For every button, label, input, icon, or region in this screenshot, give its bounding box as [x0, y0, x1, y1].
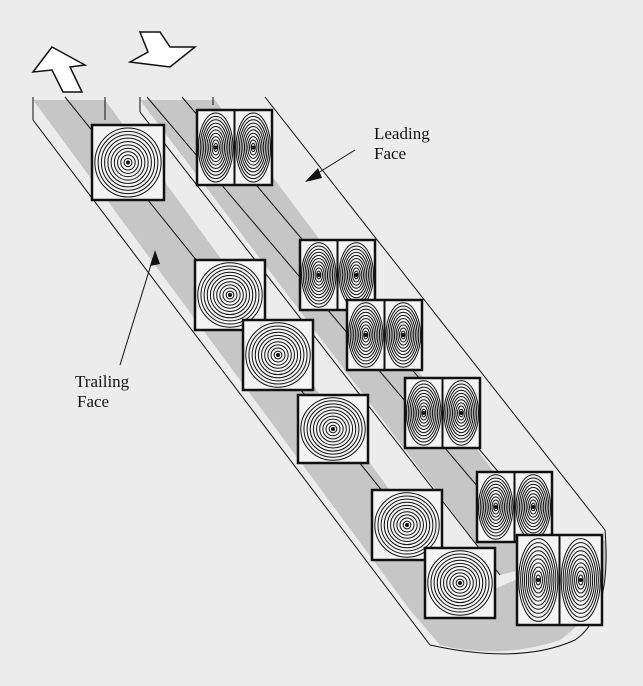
vortex-core — [213, 145, 218, 150]
vortex-panel — [195, 108, 274, 187]
vortex-core — [363, 333, 368, 337]
vortex-core — [493, 505, 498, 509]
leading-label-line1: Leading — [374, 124, 430, 143]
vortex-panel — [515, 533, 604, 627]
arrow-up-outflow-icon — [31, 46, 88, 93]
vortex-core — [316, 273, 321, 277]
vortex-panel — [403, 376, 482, 450]
vortex-core — [251, 145, 256, 150]
vortex-panel — [241, 318, 315, 392]
trailing-pointer-arrowhead — [150, 250, 160, 266]
vortex-core — [331, 427, 335, 431]
vortex-core — [401, 333, 406, 337]
vortex-core — [458, 581, 462, 585]
vortex-core — [354, 273, 359, 277]
vortex-core — [276, 353, 280, 357]
vortex-core — [421, 411, 426, 415]
vortex-core — [536, 578, 541, 582]
vortex-core — [578, 578, 583, 582]
trailing-face-label: Trailing Face — [75, 372, 129, 412]
vortex-core — [405, 523, 409, 527]
vortex-panel — [193, 258, 267, 332]
vortex-panel — [298, 238, 377, 312]
vortex-panel — [345, 298, 424, 372]
vortex-panel — [475, 470, 554, 544]
vortex-panel — [423, 546, 497, 620]
leading-label-line2: Face — [374, 144, 407, 163]
vortex-core — [459, 411, 464, 415]
trailing-label-line2: Face — [77, 392, 110, 411]
leading-face-label: Leading Face — [374, 124, 430, 164]
vortex-panels — [90, 108, 604, 627]
trailing-label-line1: Trailing — [75, 372, 130, 391]
vortex-core — [531, 505, 536, 509]
arrow-down-inflow-icon — [127, 31, 198, 68]
vortex-core — [228, 293, 232, 297]
vortex-panel — [296, 393, 370, 465]
vortex-core — [126, 160, 130, 165]
leading-pointer-arrowhead — [305, 168, 322, 182]
vortex-panel — [90, 123, 166, 202]
